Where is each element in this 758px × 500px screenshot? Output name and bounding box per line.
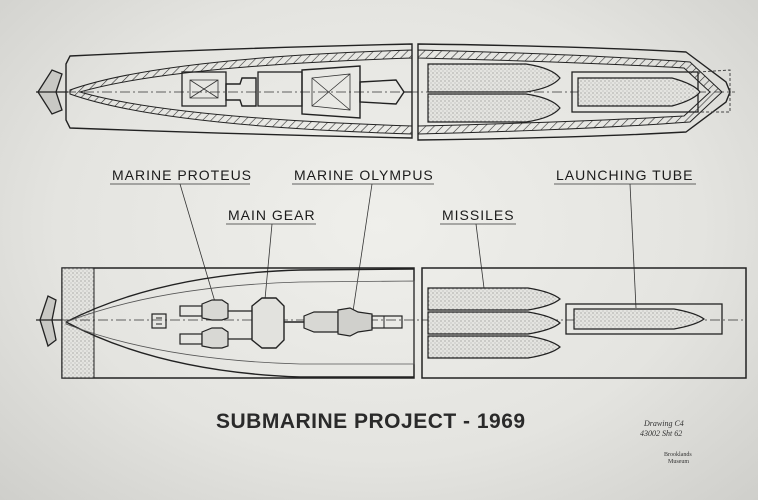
top-missile-1: [427, 63, 561, 93]
proteus-engine-upper: [179, 299, 252, 321]
proteus-engine-lower: [179, 327, 252, 349]
bottom-hull-curve-lower: [65, 321, 414, 378]
label-main-gear: MAIN GEAR: [228, 207, 316, 223]
missile-2: [427, 311, 561, 335]
top-hull-right-outer: [417, 43, 731, 141]
label-missiles: MISSILES: [442, 207, 515, 223]
label-launching-tube: LAUNCHING TUBE: [556, 167, 693, 183]
bottom-propeller: [36, 295, 66, 348]
drawing-note: Drawing C4 43002 Sht 62 Brooklands Museu…: [640, 419, 692, 465]
bottom-hull-view: [36, 267, 747, 379]
tube-missile: [573, 308, 706, 330]
top-hull-right-shell: [417, 49, 723, 135]
top-propeller: [36, 69, 68, 115]
main-gear-box: [251, 297, 285, 349]
label-marine-olympus: MARINE OLYMPUS: [294, 167, 434, 183]
drawing-title: SUBMARINE PROJECT - 1969: [216, 410, 526, 433]
top-hull-left-outer: [65, 43, 413, 139]
note-line-1: Drawing C4: [643, 419, 684, 428]
top-hull-view: [36, 43, 735, 141]
bottom-hull-right-box: [421, 267, 747, 379]
stamp-line-2: Museum: [668, 459, 689, 465]
stamp-line-1: Brooklands: [664, 452, 692, 458]
launching-tube: [565, 303, 723, 335]
missile-3: [427, 335, 561, 359]
top-olympus-box: [301, 65, 361, 119]
top-missile-2: [427, 93, 561, 123]
missile-1: [427, 287, 561, 311]
bottom-hull-curve-upper: [65, 268, 415, 323]
callouts: MARINE PROTEUS MARINE OLYMPUS MAIN GEAR …: [110, 167, 696, 319]
label-marine-proteus: MARINE PROTEUS: [112, 167, 252, 183]
top-gear-coupling: [225, 77, 257, 107]
note-line-2: 43002 Sht 62: [640, 429, 682, 438]
olympus-engine: [303, 307, 403, 337]
